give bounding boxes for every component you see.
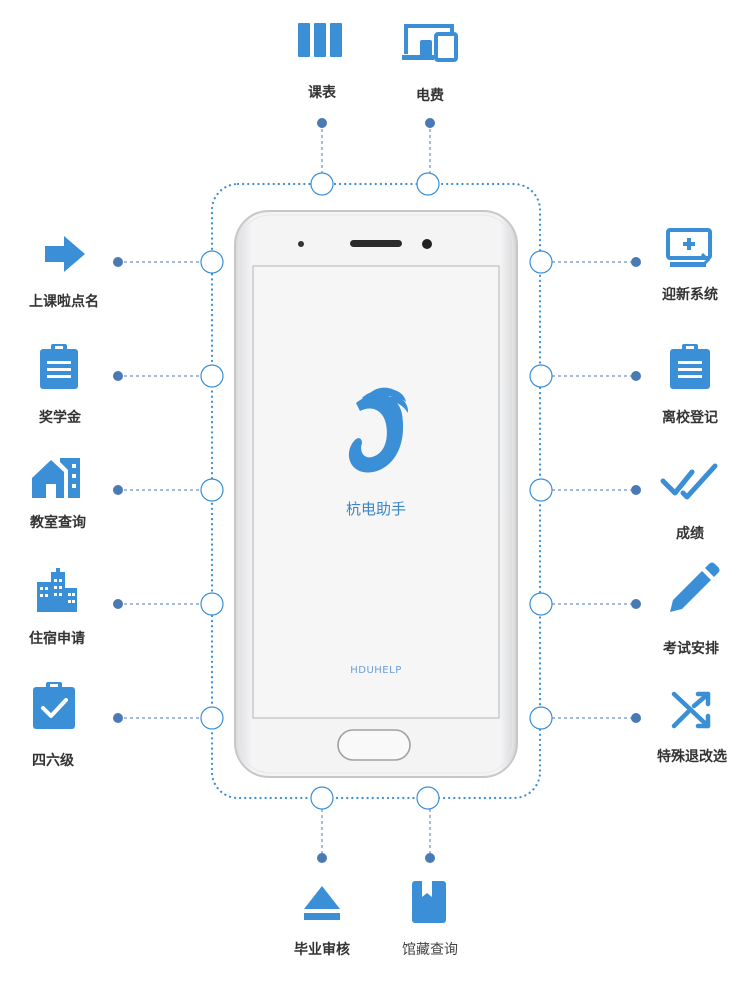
feature-label: 特殊退改选: [657, 748, 727, 765]
feature-label: 电费: [416, 87, 444, 104]
double-check-icon: [660, 463, 718, 500]
arrow-right-icon: [45, 236, 85, 272]
feature-freshman-system[interactable]: 迎新系统: [529, 228, 718, 303]
phone-body-inner-edge: [238, 214, 514, 774]
feature-label: 毕业审核: [294, 941, 350, 958]
connector-dot: [317, 853, 327, 863]
connector-dot: [631, 485, 641, 495]
connector-ring: [416, 786, 440, 810]
feature-electricity[interactable]: 电费: [402, 24, 458, 196]
columns-icon: [298, 23, 342, 57]
feature-roll-call[interactable]: 上课啦点名: [29, 236, 224, 310]
feature-label: 考试安排: [663, 640, 719, 657]
feature-leaving-registration[interactable]: 离校登记: [529, 344, 718, 426]
feature-timetable[interactable]: 课表: [298, 23, 342, 196]
book-icon: [412, 881, 446, 923]
feature-cet[interactable]: 四六级: [32, 682, 224, 769]
phone-camera: [422, 239, 432, 249]
city-icon: [37, 568, 77, 612]
feature-library-query[interactable]: 馆藏查询: [402, 786, 458, 958]
building-home-icon: [32, 458, 80, 498]
feature-label: 上课啦点名: [29, 293, 99, 310]
feature-label: 教室查询: [30, 514, 86, 531]
connector-ring: [200, 250, 224, 274]
devices-icon: [402, 24, 458, 62]
clipboard-check-icon: [33, 682, 75, 729]
feature-grades[interactable]: 成绩: [529, 463, 718, 542]
connector-ring: [200, 592, 224, 616]
connector-ring: [200, 706, 224, 730]
phone-sensor: [298, 241, 304, 247]
feature-classroom-query[interactable]: 教室查询: [30, 458, 224, 531]
clipboard-icon: [40, 344, 78, 389]
phone: 杭电助手 HDUHELP: [234, 210, 518, 778]
feature-graduation-review[interactable]: 毕业审核: [294, 786, 350, 958]
connector-dot: [631, 713, 641, 723]
connector-ring: [529, 706, 553, 730]
shuffle-icon: [671, 691, 711, 729]
connector-ring: [529, 250, 553, 274]
connector-dot: [425, 853, 435, 863]
app-logo-icon: [348, 387, 409, 473]
home-button[interactable]: [337, 729, 411, 761]
pencil-icon: [670, 562, 720, 612]
feature-label: 住宿申请: [29, 630, 85, 647]
feature-label: 离校登记: [662, 409, 718, 426]
feature-label: 馆藏查询: [402, 942, 458, 958]
connector-ring: [416, 172, 440, 196]
feature-dorm-application[interactable]: 住宿申请: [29, 568, 224, 647]
clipboard-icon: [670, 344, 710, 389]
connector-dot: [631, 371, 641, 381]
connector-ring: [310, 172, 334, 196]
feature-label: 四六级: [32, 752, 75, 769]
feature-special-course-change[interactable]: 特殊退改选: [529, 691, 727, 765]
connector-ring: [529, 592, 553, 616]
phone-screen: [252, 265, 500, 719]
feature-exam-schedule[interactable]: 考试安排: [529, 562, 720, 658]
connector-ring: [529, 364, 553, 388]
connector-ring: [200, 478, 224, 502]
connector-ring: [200, 364, 224, 388]
feature-label: 课表: [308, 84, 337, 101]
connector-dot: [317, 118, 327, 128]
app-name: 杭电助手: [346, 500, 406, 518]
eject-icon: [304, 886, 340, 920]
feature-label: 奖学金: [39, 409, 82, 426]
monitor-plus-icon: [666, 228, 712, 268]
feature-scholarship[interactable]: 奖学金: [39, 344, 224, 426]
feature-label: 迎新系统: [662, 286, 718, 303]
phone-speaker: [350, 240, 402, 247]
connector-dot: [425, 118, 435, 128]
connector-ring: [529, 478, 553, 502]
connector-dot: [631, 599, 641, 609]
connector-dot: [631, 257, 641, 267]
connector-ring: [310, 786, 334, 810]
feature-label: 成绩: [676, 525, 704, 542]
app-subtitle: HDUHELP: [350, 665, 401, 676]
